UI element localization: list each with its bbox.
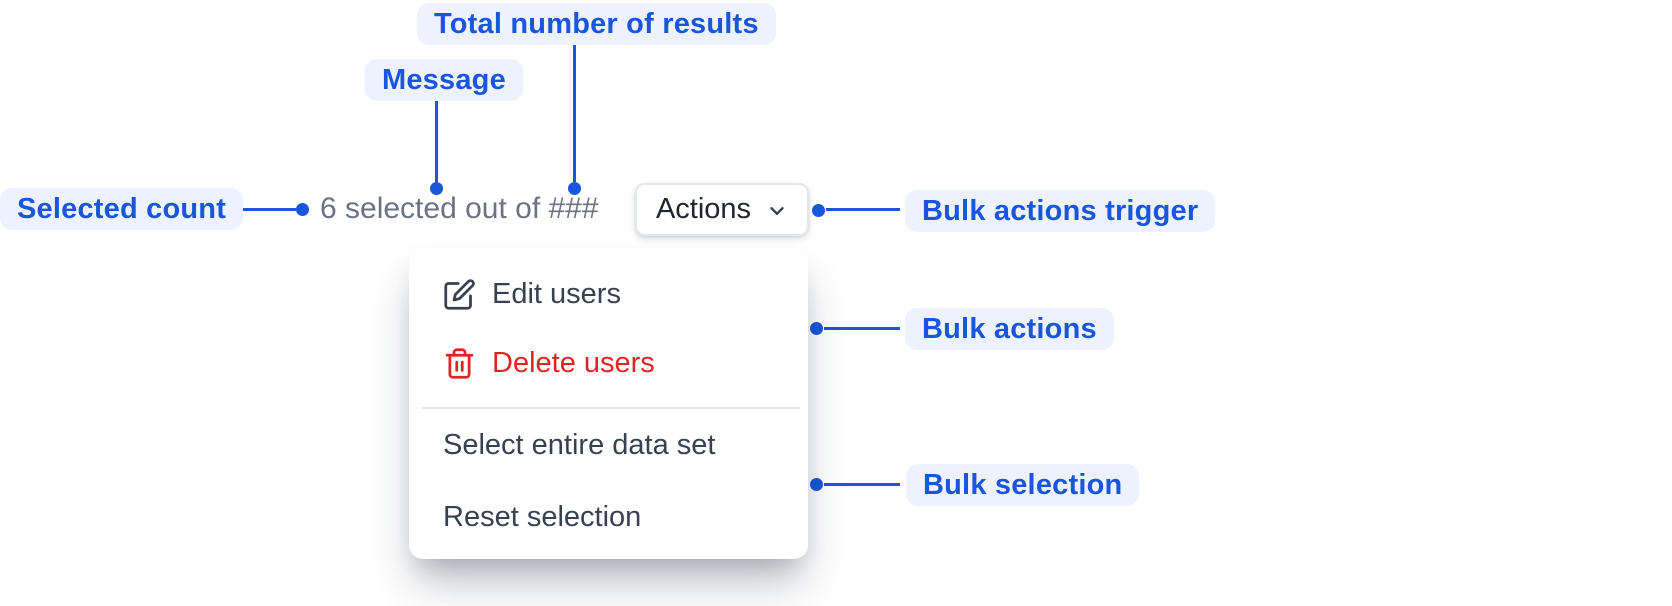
annotation-label-bulk-selection: Bulk selection (906, 464, 1140, 506)
actions-button-label: Actions (655, 193, 752, 225)
menu-item-reset-selection[interactable]: Reset selection (443, 491, 790, 543)
actions-button[interactable]: Actions (635, 183, 809, 236)
connector-line-bulk-actions (824, 327, 900, 330)
connector-line-bulk-actions-trigger (826, 208, 900, 211)
connector-dot-total-results (568, 182, 581, 195)
menu-item-label: Select entire data set (443, 428, 716, 461)
connector-dot-selected-count (296, 203, 309, 216)
connector-line-total-results (573, 45, 576, 182)
menu-divider (422, 407, 800, 409)
menu-item-select-entire-data-set[interactable]: Select entire data set (443, 419, 790, 471)
connector-line-bulk-selection (824, 483, 900, 486)
annotation-label-total-results: Total number of results (417, 3, 776, 45)
annotation-label-bulk-actions-trigger: Bulk actions trigger (905, 190, 1216, 232)
selection-message: 6 selected out of ### (320, 192, 599, 225)
connector-dot-message (430, 182, 443, 195)
connector-line-selected-count (221, 208, 296, 211)
connector-dot-bulk-selection (810, 478, 823, 491)
menu-item-label: Delete users (492, 346, 655, 379)
menu-item-edit-users[interactable]: Edit users (443, 268, 790, 320)
menu-item-delete-users[interactable]: Delete users (443, 337, 790, 389)
annotation-label-selected-count: Selected count (0, 188, 244, 230)
chevron-down-icon (766, 200, 788, 222)
annotation-label-message: Message (365, 59, 523, 101)
annotation-label-bulk-actions: Bulk actions (905, 308, 1114, 350)
trash-icon (443, 347, 476, 380)
menu-item-label: Reset selection (443, 500, 642, 533)
bulk-actions-menu: Edit users Delete users Select entire da… (409, 248, 808, 559)
connector-dot-bulk-actions (810, 322, 823, 335)
connector-dot-bulk-actions-trigger (812, 204, 825, 217)
menu-item-label: Edit users (492, 277, 621, 310)
connector-line-message (435, 101, 438, 182)
edit-icon (443, 278, 476, 311)
